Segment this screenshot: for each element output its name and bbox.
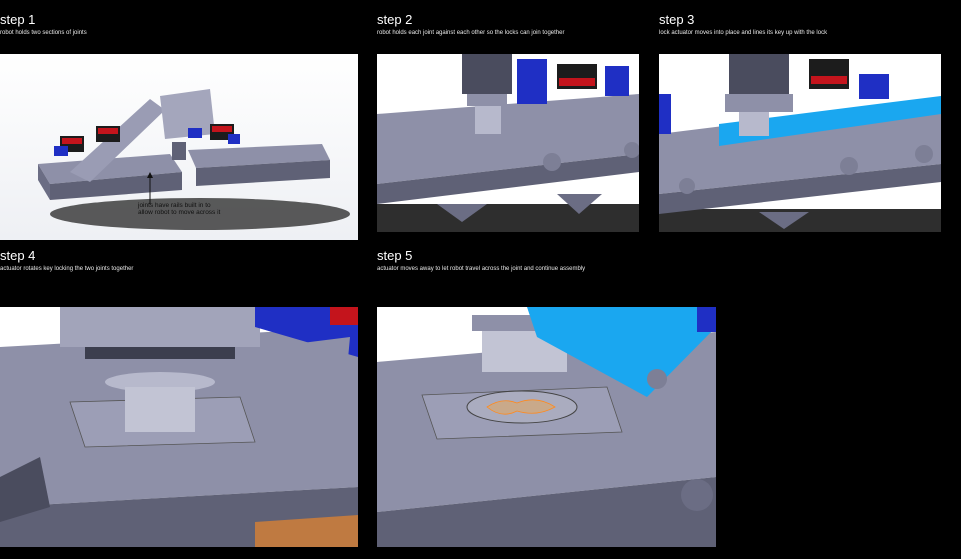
step-1-description: robot holds two sections of joints [0, 30, 87, 36]
step-5-description: actuator moves away to let robot travel … [377, 266, 586, 272]
servo-blue-1 [54, 146, 68, 156]
lock-key [125, 387, 195, 432]
actuator-housing [60, 307, 260, 347]
step-1-title: step 1 [0, 12, 36, 27]
rail-fin-1 [437, 204, 487, 222]
step-4-render [0, 307, 358, 547]
step-4-title: step 4 [0, 248, 36, 263]
step-3-description: lock actuator moves into place and lines… [659, 30, 828, 36]
roller [679, 178, 695, 194]
floor-shadow [659, 209, 941, 232]
servo-blue [517, 59, 547, 104]
servo-red [330, 307, 358, 325]
servo-red-2 [98, 128, 118, 134]
floor-shadow [50, 198, 350, 230]
highlight-arm [527, 307, 716, 397]
roller [543, 153, 561, 171]
servo-red-3 [212, 126, 232, 132]
servo-blue [659, 94, 671, 134]
lock-key [739, 112, 769, 136]
actuator [462, 54, 512, 94]
floor-shadow [377, 204, 639, 232]
step-5-render [377, 307, 716, 547]
step-3-title: step 3 [659, 12, 695, 27]
joint-section-left [38, 154, 182, 184]
annotation-line-1: joints have rails built in to [138, 202, 211, 209]
highlight-path [719, 96, 941, 146]
rail-fin-2 [557, 194, 602, 214]
step-4-description: actuator rotates key locking the two joi… [0, 266, 134, 272]
joint-section-right [188, 144, 330, 168]
step-1-render: joints have rails built in to allow robo… [0, 54, 358, 240]
step-2-description: robot holds each joint against each othe… [377, 30, 565, 36]
servo-red-1 [62, 138, 82, 144]
servo-red [811, 76, 847, 84]
servo-blue-2 [188, 128, 202, 138]
step-2-render [377, 54, 639, 232]
step-2-title: step 2 [377, 12, 413, 27]
annotation-line-2: allow robot to move across it [138, 209, 221, 216]
actuator [729, 54, 789, 94]
step-5-title: step 5 [377, 248, 413, 263]
step-3-render [659, 54, 941, 232]
key-slot [486, 399, 556, 415]
servo-red [559, 78, 595, 86]
lock-connector [172, 142, 186, 160]
lock-key [475, 106, 501, 134]
orange-edge [255, 515, 358, 547]
